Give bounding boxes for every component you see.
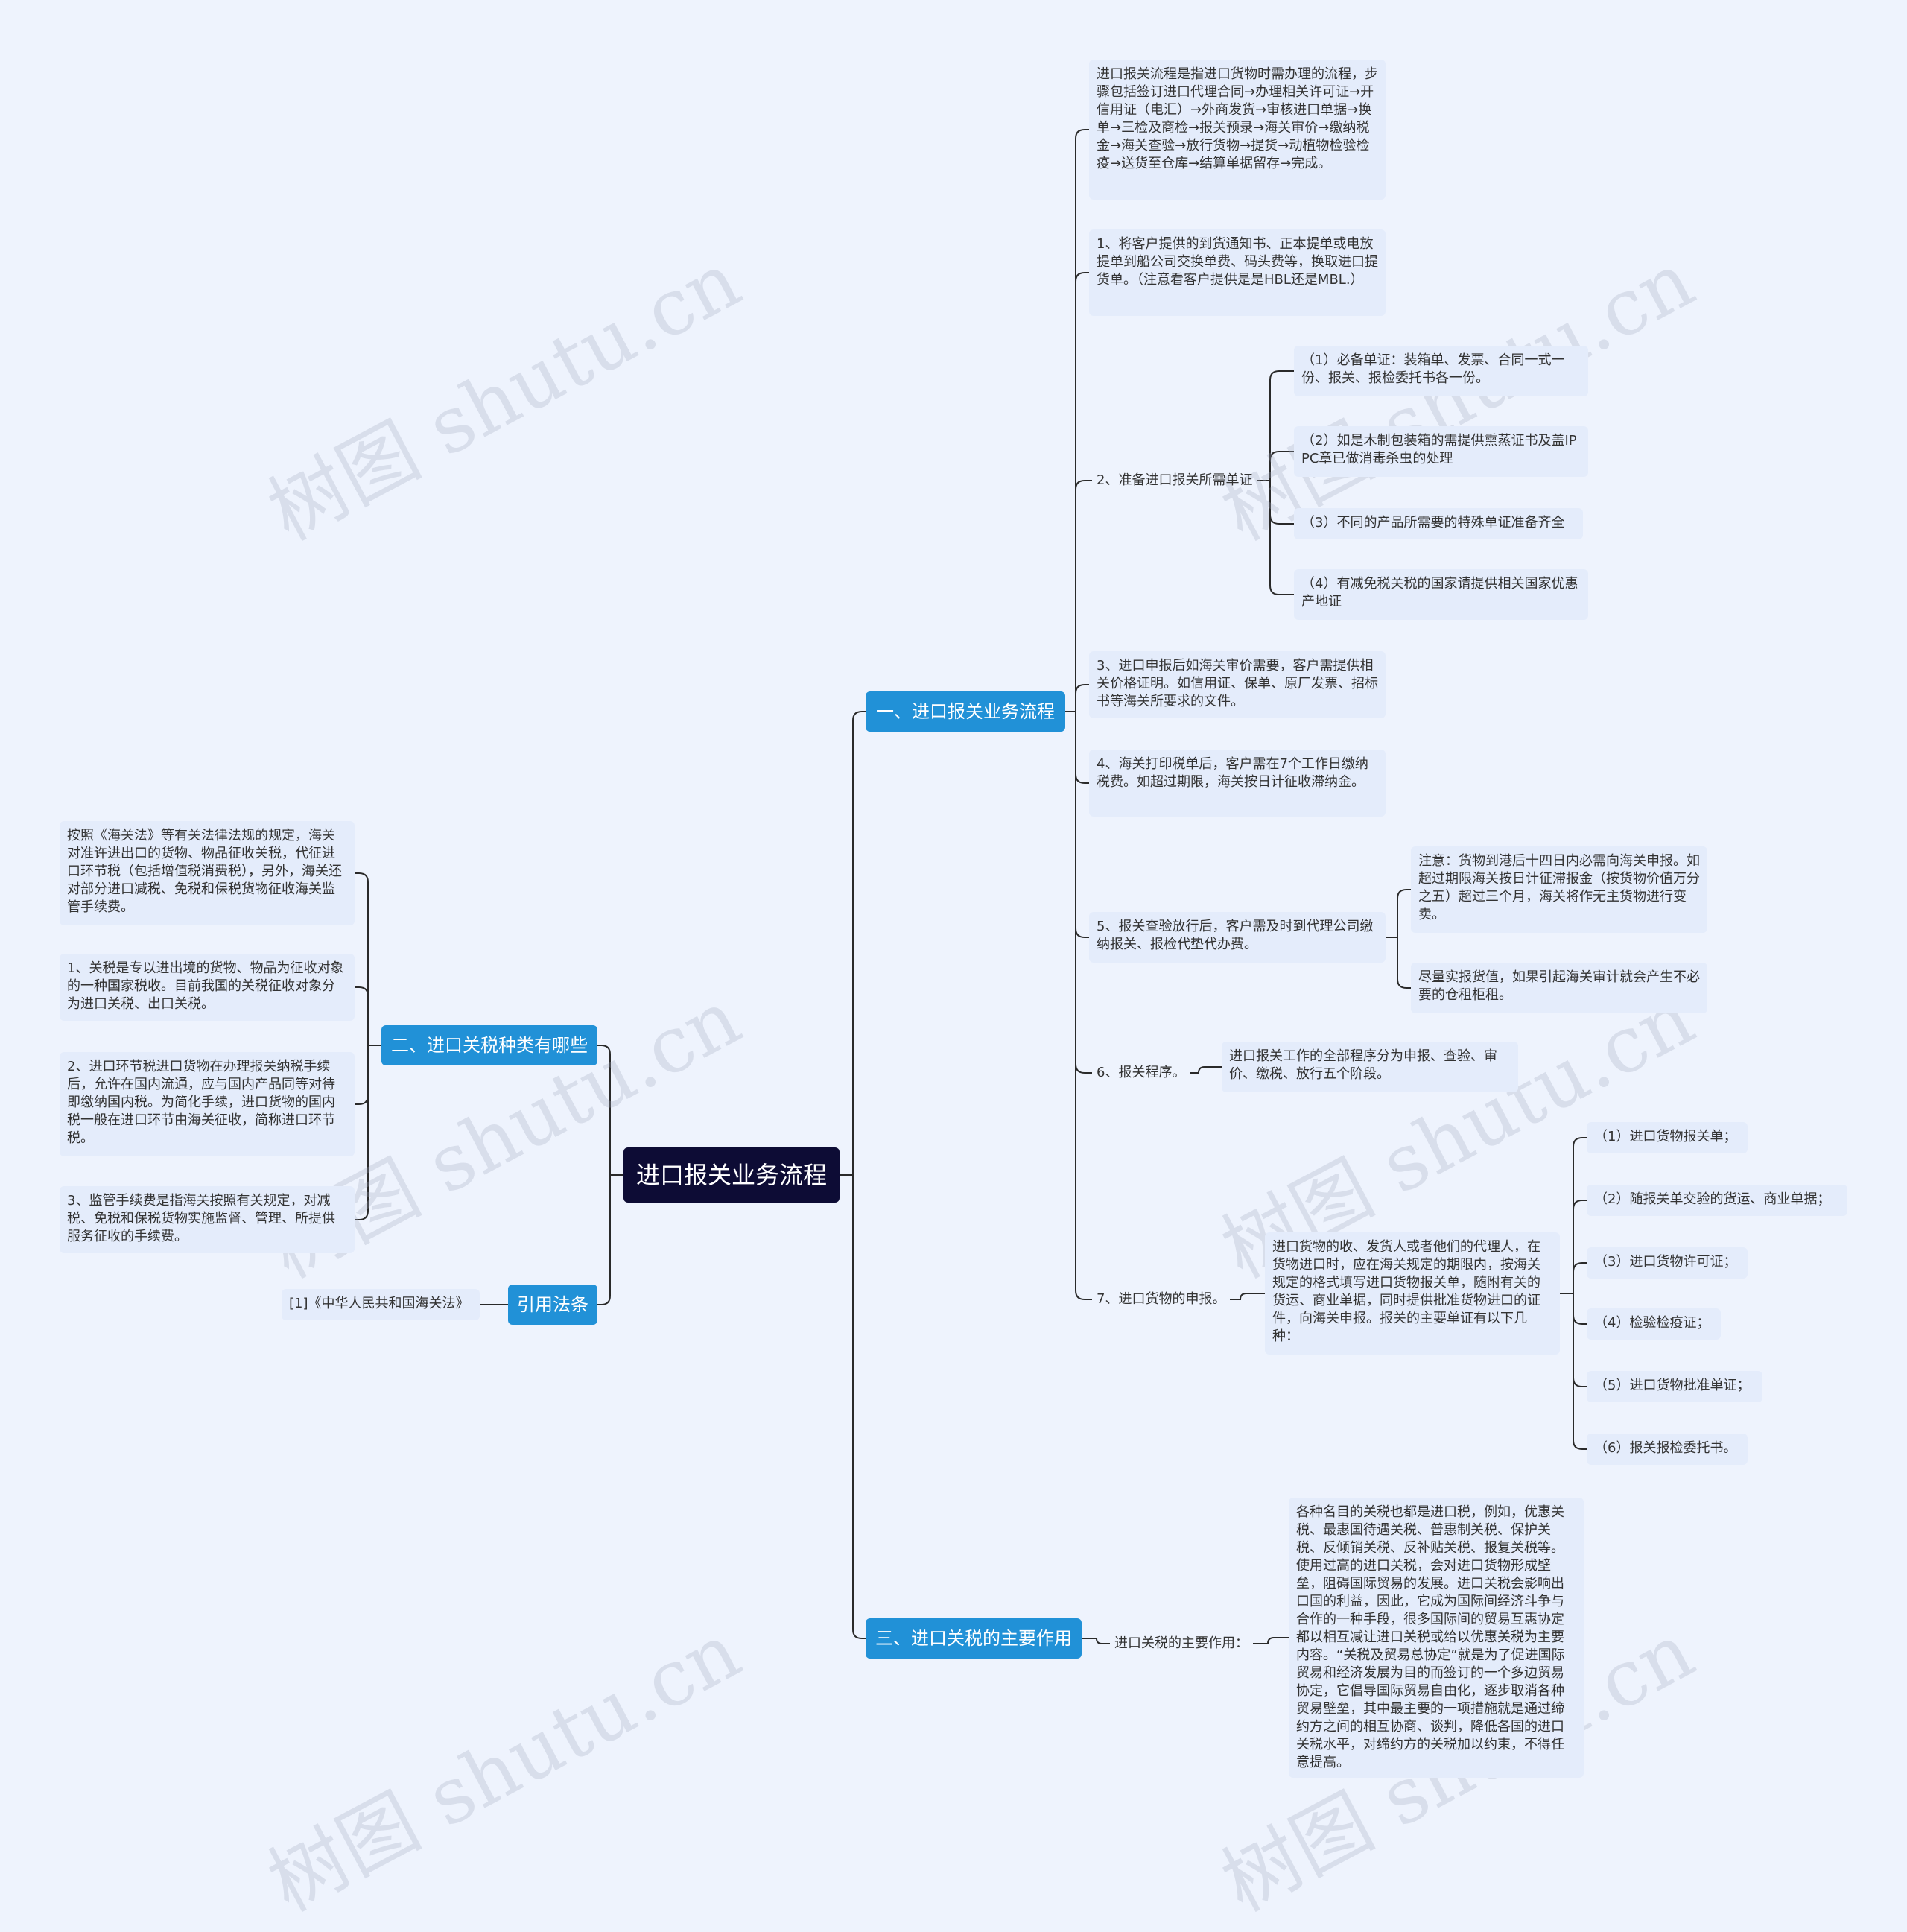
leaf-step-7-detail[interactable]: 进口货物的收、发货人或者他们的代理人，在货物进口时，应在海关规定的期限内，按海关… (1265, 1232, 1560, 1355)
connector-line (355, 1045, 381, 1220)
leaf-step-2-item-4[interactable]: （4）有减免税关税的国家请提供相关国家优惠产地证 (1294, 569, 1588, 620)
leaf-step-7-doc-4[interactable]: （4）检验检疫证； (1587, 1308, 1721, 1340)
connector-line (1560, 1200, 1587, 1294)
leaf-tariff-item-1[interactable]: 1、关税是专以进出境的货物、物品为征收对象的一种国家税收。目前我国的关税征收对象… (60, 954, 355, 1021)
connector-line (1560, 1293, 1587, 1450)
leaf-step-7[interactable]: 7、进口货物的申报。 (1097, 1291, 1226, 1307)
leaf-process-intro[interactable]: 进口报关流程是指进口货物时需办理的流程，步骤包括签订进口代理合同→办理相关许可证… (1089, 60, 1386, 200)
leaf-tariff-roles-detail[interactable]: 各种名目的关税也都是进口税，例如，优惠关税、最惠国待遇关税、普惠制关税、保护关税… (1289, 1498, 1584, 1778)
connector-line (1065, 711, 1089, 938)
leaf-step-3[interactable]: 3、进口申报后如海关审价需要，客户需提供相关价格证明。如信用证、保单、原厂发票、… (1089, 651, 1386, 718)
connector-line (1190, 1066, 1222, 1074)
leaf-tariff-intro[interactable]: 按照《海关法》等有关法律法规的规定，海关对准许进出口的货物、物品征收关税，代征进… (60, 821, 355, 925)
connector-line (597, 1174, 623, 1305)
leaf-tariff-item-3[interactable]: 3、监管手续费是指海关按照有关规定，对减税、免税和保税货物实施监督、管理、所提供… (60, 1186, 355, 1253)
leaf-tariff-item-2[interactable]: 2、进口环节税进口货物在办理报关纳税手续后，允许在国内流通，应与国内产品同等对待… (60, 1052, 355, 1156)
connector-lines (355, 129, 1587, 1644)
connector-line (1257, 480, 1294, 595)
connector-line (840, 711, 866, 1176)
connector-line (1065, 711, 1092, 1300)
leaf-step-5[interactable]: 5、报关查验放行后，客户需及时到代理公司缴纳报关、报检代垫代办费。 (1089, 912, 1386, 963)
leaf-step-5-note-2[interactable]: 尽量实报货值，如果引起海关审计就会产生不必要的仓租柜租。 (1411, 963, 1707, 1013)
branch-node-tariff-roles[interactable]: 三、进口关税的主要作用 (866, 1618, 1082, 1659)
connector-line (1065, 711, 1092, 1074)
branch-node-legal-refs[interactable]: 引用法条 (508, 1285, 597, 1325)
leaf-step-7-doc-5[interactable]: （5）进口货物批准单证； (1587, 1371, 1762, 1402)
leaf-step-7-doc-3[interactable]: （3）进口货物许可证； (1587, 1247, 1748, 1279)
connector-line (1065, 272, 1089, 712)
connector-line (1065, 129, 1089, 712)
connector-line (1257, 370, 1294, 481)
leaf-step-6-detail[interactable]: 进口报关工作的全部程序分为申报、查验、审价、缴税、放行五个阶段。 (1222, 1042, 1518, 1092)
connector-line (1386, 937, 1411, 989)
connector-line (355, 872, 381, 1046)
leaf-step-7-doc-1[interactable]: （1）进口货物报关单； (1587, 1122, 1748, 1153)
connector-line (1065, 480, 1092, 712)
connector-line (1257, 451, 1294, 481)
connector-line (1386, 889, 1411, 938)
connector-line (597, 1045, 623, 1176)
connector-line (840, 1174, 866, 1639)
branch-node-process[interactable]: 一、进口报关业务流程 (866, 691, 1065, 732)
connector-line (1560, 1262, 1587, 1294)
connector-line (355, 986, 381, 1046)
leaf-step-2[interactable]: 2、准备进口报关所需单证 (1097, 472, 1253, 488)
connector-line (1257, 480, 1294, 525)
leaf-step-4[interactable]: 4、海关打印税单后，客户需在7个工作日缴纳税费。如超过期限，海关按日计征收滞纳金… (1089, 750, 1386, 817)
connector-line (1065, 684, 1089, 712)
connector-line (1560, 1137, 1587, 1294)
connector-line (1253, 1637, 1289, 1644)
leaf-step-7-doc-2[interactable]: （2）随报关单交验的货运、商业单据； (1587, 1185, 1847, 1216)
leaf-step-2-item-3[interactable]: （3）不同的产品所需要的特殊单证准备齐全 (1294, 508, 1583, 539)
connector-line (1065, 711, 1089, 784)
root-node[interactable]: 进口报关业务流程 (623, 1147, 840, 1203)
leaf-step-1[interactable]: 1、将客户提供的到货通知书、正本提单或电放提单到船公司交换单费、码头费等，换取进… (1089, 229, 1386, 316)
leaf-step-6[interactable]: 6、报关程序。 (1097, 1065, 1186, 1080)
leaf-step-7-doc-6[interactable]: （6）报关报检委托书。 (1587, 1434, 1748, 1465)
leaf-step-2-item-2[interactable]: （2）如是木制包装箱的需提供熏蒸证书及盖IPPC章已做消毒杀虫的处理 (1294, 426, 1588, 477)
leaf-step-5-note-1[interactable]: 注意：货物到港后十四日内必需向海关申报。如超过期限海关按日计征滞报金（按货物价值… (1411, 846, 1707, 933)
leaf-tariff-roles-sub[interactable]: 进口关税的主要作用： (1114, 1635, 1248, 1651)
leaf-step-2-item-1[interactable]: （1）必备单证：装箱单、发票、合同一式一份、报关、报检委托书各一份。 (1294, 346, 1588, 396)
connector-line (1082, 1638, 1110, 1644)
connector-line (1230, 1293, 1265, 1300)
leaf-legal-ref[interactable]: [1]《中华人民共和国海关法》 (282, 1289, 480, 1320)
branch-node-tariff-types[interactable]: 二、进口关税种类有哪些 (381, 1025, 597, 1065)
